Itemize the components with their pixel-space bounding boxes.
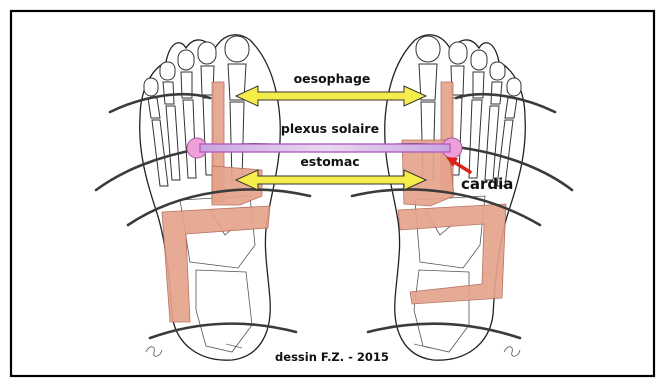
label-plexus-solaire: plexus solaire <box>281 121 379 136</box>
label-oesophage: oesophage <box>294 71 371 86</box>
label-estomac: estomac <box>300 154 359 169</box>
label-cardia: cardia <box>461 175 513 193</box>
frame-border <box>11 11 654 376</box>
credit-text: dessin F.Z. - 2015 <box>275 350 389 364</box>
